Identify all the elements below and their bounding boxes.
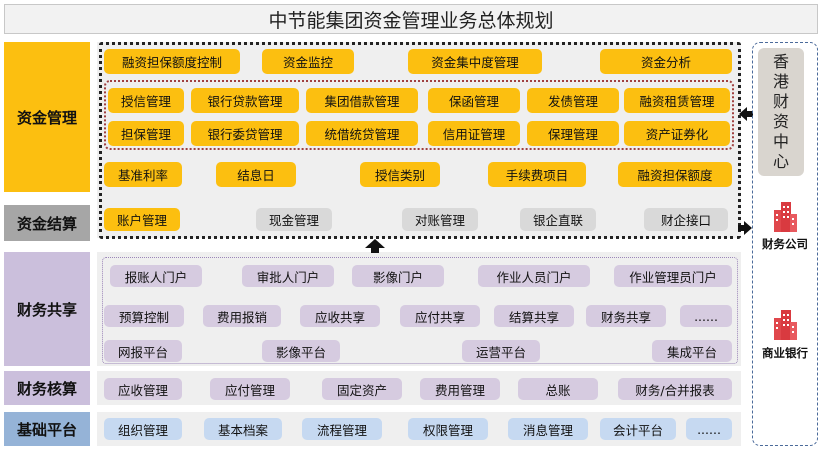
hk-char: 香 [772, 52, 789, 71]
chip-financing[interactable]: 信用证管理 [428, 121, 520, 146]
chip-sharing-more[interactable]: ...... [680, 305, 732, 327]
chip-sharing-service[interactable]: 应付共享 [400, 305, 480, 327]
chip-financing[interactable]: 银行委贷管理 [191, 121, 299, 146]
chip-sharing-platform[interactable]: 运营平台 [462, 340, 540, 362]
building-icon [774, 202, 797, 232]
chip-sharing-portal[interactable]: 审批人门户 [242, 265, 334, 287]
chip-settlement[interactable]: 账户管理 [104, 208, 180, 231]
fund-group-border [99, 42, 741, 239]
chip-accounting[interactable]: 应收管理 [104, 378, 182, 400]
chip-financing[interactable]: 银行贷款管理 [191, 88, 299, 113]
category-fund-settlement: 资金结算 [4, 205, 90, 241]
chip-financing[interactable]: 保理管理 [527, 121, 619, 146]
chip-sharing-service[interactable]: 财务共享 [586, 305, 666, 327]
category-finance-sharing: 财务共享 [4, 252, 90, 366]
sharing-group-border [102, 257, 738, 364]
chip-fund-top[interactable]: 融资担保额度控制 [104, 49, 240, 74]
chip-settlement[interactable]: 现金管理 [256, 208, 332, 231]
page-title: 中节能集团资金管理业务总体规划 [4, 4, 818, 34]
chip-settlement[interactable]: 对账管理 [402, 208, 478, 231]
chip-fund-basic[interactable]: 手续费项目 [488, 162, 586, 187]
chip-financing[interactable]: 保函管理 [428, 88, 520, 113]
financing-group-border [104, 80, 734, 150]
chip-sharing-portal[interactable]: 作业管理员门户 [614, 265, 732, 287]
chip-fund-basic[interactable]: 基准利率 [104, 162, 182, 187]
chip-fund-basic[interactable]: 结息日 [216, 162, 296, 187]
chip-fund-top[interactable]: 资金监控 [262, 49, 354, 74]
chip-fund-top[interactable]: 资金集中度管理 [408, 49, 542, 74]
chip-settlement[interactable]: 银企直联 [520, 208, 596, 231]
chip-financing[interactable]: 资产证券化 [624, 121, 730, 146]
finance-company-label: 财务公司 [762, 237, 808, 251]
chip-accounting[interactable]: 固定资产 [322, 378, 402, 400]
chip-accounting[interactable]: 总账 [518, 378, 598, 400]
chip-financing[interactable]: 发债管理 [527, 88, 619, 113]
chip-financing[interactable]: 授信管理 [108, 88, 184, 113]
chip-platform[interactable]: 基本档案 [204, 418, 282, 440]
hk-char: 心 [772, 152, 789, 171]
arrow-right-icon [738, 221, 752, 235]
building-icon [774, 310, 797, 340]
chip-sharing-portal[interactable]: 作业人员门户 [478, 265, 590, 287]
arrow-up-icon [365, 239, 385, 253]
chip-platform-more[interactable]: ...... [686, 418, 732, 440]
chip-platform[interactable]: 组织管理 [104, 418, 182, 440]
hk-finance-center[interactable]: 香 港 财 资 中 心 [758, 48, 804, 176]
arrow-left-icon [739, 107, 753, 121]
chip-sharing-service[interactable]: 应收共享 [300, 305, 380, 327]
chip-sharing-platform[interactable]: 影像平台 [262, 340, 340, 362]
chip-sharing-portal[interactable]: 影像门户 [352, 265, 444, 287]
chip-fund-basic[interactable]: 授信类别 [360, 162, 440, 187]
chip-sharing-service[interactable]: 预算控制 [104, 305, 184, 327]
category-base-platform: 基础平台 [4, 412, 90, 446]
hk-char: 港 [772, 72, 789, 91]
chip-sharing-platform[interactable]: 集成平台 [652, 340, 732, 362]
hk-char: 资 [772, 112, 789, 131]
chip-settlement[interactable]: 财企接口 [644, 208, 728, 231]
chip-platform[interactable]: 权限管理 [408, 418, 488, 440]
chip-fund-basic[interactable]: 融资担保额度 [618, 162, 732, 187]
chip-sharing-service[interactable]: 费用报销 [203, 305, 281, 327]
chip-accounting[interactable]: 应付管理 [210, 378, 290, 400]
chip-sharing-platform[interactable]: 网报平台 [104, 340, 182, 362]
chip-sharing-service[interactable]: 结算共享 [494, 305, 574, 327]
chip-accounting[interactable]: 财务/合并报表 [618, 378, 732, 400]
chip-sharing-portal[interactable]: 报账人门户 [110, 265, 202, 287]
chip-accounting[interactable]: 费用管理 [420, 378, 500, 400]
hk-char: 财 [772, 92, 789, 111]
category-finance-accounting: 财务核算 [4, 371, 90, 405]
chip-financing[interactable]: 统借统贷管理 [306, 121, 418, 146]
chip-financing[interactable]: 集团借款管理 [306, 88, 418, 113]
chip-fund-top[interactable]: 资金分析 [600, 49, 732, 74]
chip-financing[interactable]: 融资租赁管理 [624, 88, 730, 113]
chip-platform[interactable]: 消息管理 [508, 418, 588, 440]
chip-platform[interactable]: 会计平台 [600, 418, 676, 440]
chip-platform[interactable]: 流程管理 [302, 418, 382, 440]
category-fund-management: 资金管理 [4, 42, 90, 192]
chip-financing[interactable]: 担保管理 [108, 121, 184, 146]
external-entities-panel [752, 42, 818, 446]
hk-char: 中 [772, 132, 789, 151]
commercial-bank-label: 商业银行 [762, 346, 808, 360]
